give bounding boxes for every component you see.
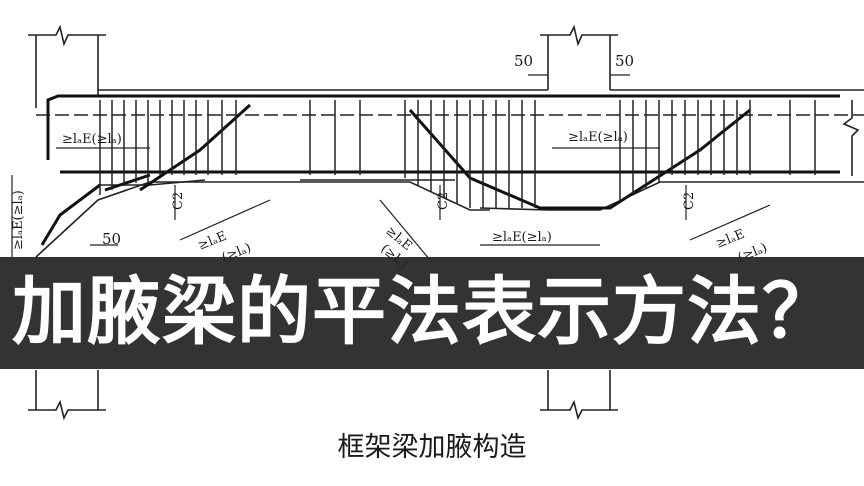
- anchorage-left-top-label: ≥lₐE(≥lₐ): [62, 132, 122, 147]
- anchorage-right-top-label: ≥lₐE(≥lₐ): [568, 130, 628, 145]
- offset-bottom-label: 50: [102, 230, 121, 248]
- longitudinal-bars: [40, 94, 840, 246]
- dimension-lines: [11, 74, 771, 261]
- break-mark: [842, 100, 860, 176]
- offset-right-label: 50: [615, 52, 634, 70]
- stirrups: [99, 100, 816, 208]
- cover-right-label: C2: [682, 192, 697, 210]
- banner-title: 加腋梁的平法表示方法？: [12, 269, 837, 355]
- left-column: [28, 24, 106, 421]
- middle-column: [540, 24, 618, 421]
- cover-mid-label: C2: [436, 192, 451, 210]
- diagonal-right-label: ≥lₐE: [714, 227, 747, 252]
- anchorage-middle-bottom-label: ≥lₐE(≥lₐ): [492, 230, 552, 245]
- diagram-caption: 框架梁加腋构造: [337, 432, 527, 463]
- anchorage-left-vertical-label: ≥lₐE(≥lₐ): [11, 190, 26, 250]
- cover-left-label: C2: [171, 192, 186, 210]
- offset-left-label: 50: [514, 52, 533, 70]
- title-banner: [0, 257, 864, 369]
